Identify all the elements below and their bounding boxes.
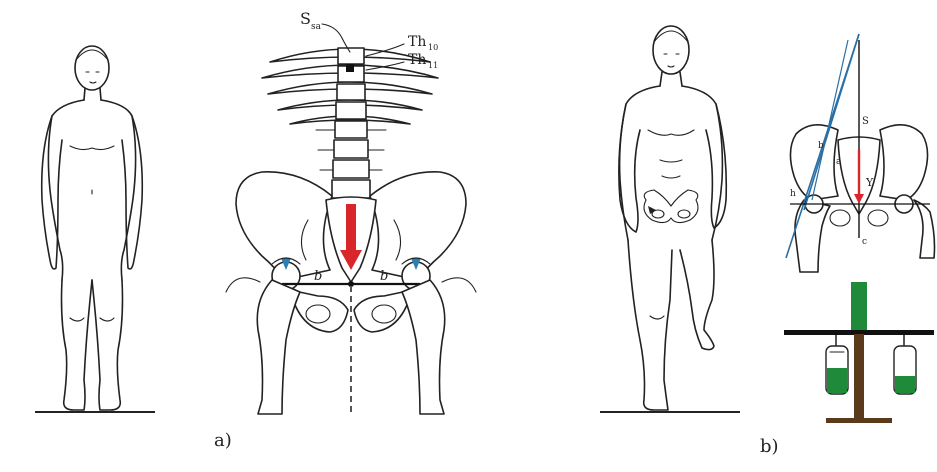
a-label: a xyxy=(836,157,842,167)
right-pan-fill xyxy=(895,376,915,393)
pelvis-lever-diagram: S Y c a b h xyxy=(786,34,935,272)
b-label-b: b xyxy=(818,141,824,151)
balance-base xyxy=(826,418,892,423)
balance-post xyxy=(854,334,864,420)
left-pan-fill xyxy=(827,368,847,393)
caption-b: b) xyxy=(760,436,779,457)
left-femur xyxy=(257,280,300,414)
th-lower-label: Th xyxy=(408,52,426,68)
caption-a: a) xyxy=(214,430,232,451)
y-label: Y xyxy=(865,176,874,189)
b-label-right: b xyxy=(380,269,388,284)
th-upper-label: Th xyxy=(408,34,426,50)
s-subscript: sa xyxy=(311,22,322,32)
reference-point-marker xyxy=(346,64,354,72)
walking-body-figure xyxy=(600,26,740,412)
c-label: c xyxy=(862,237,867,247)
b-label-left: b xyxy=(314,269,322,284)
th-upper-subscript: 10 xyxy=(428,43,438,52)
balance-scale xyxy=(784,282,934,423)
h-label: h xyxy=(790,189,796,199)
pelvis-spine-diagram: S sa Th 10 Th 11 b b Q Q xyxy=(226,9,476,414)
s-label: S xyxy=(300,9,311,28)
th-lower-subscript: 11 xyxy=(428,61,438,70)
balance-top-weight xyxy=(851,282,867,334)
standing-body-figure xyxy=(35,46,155,412)
s-label-b: S xyxy=(862,116,869,127)
right-femur xyxy=(402,280,445,414)
